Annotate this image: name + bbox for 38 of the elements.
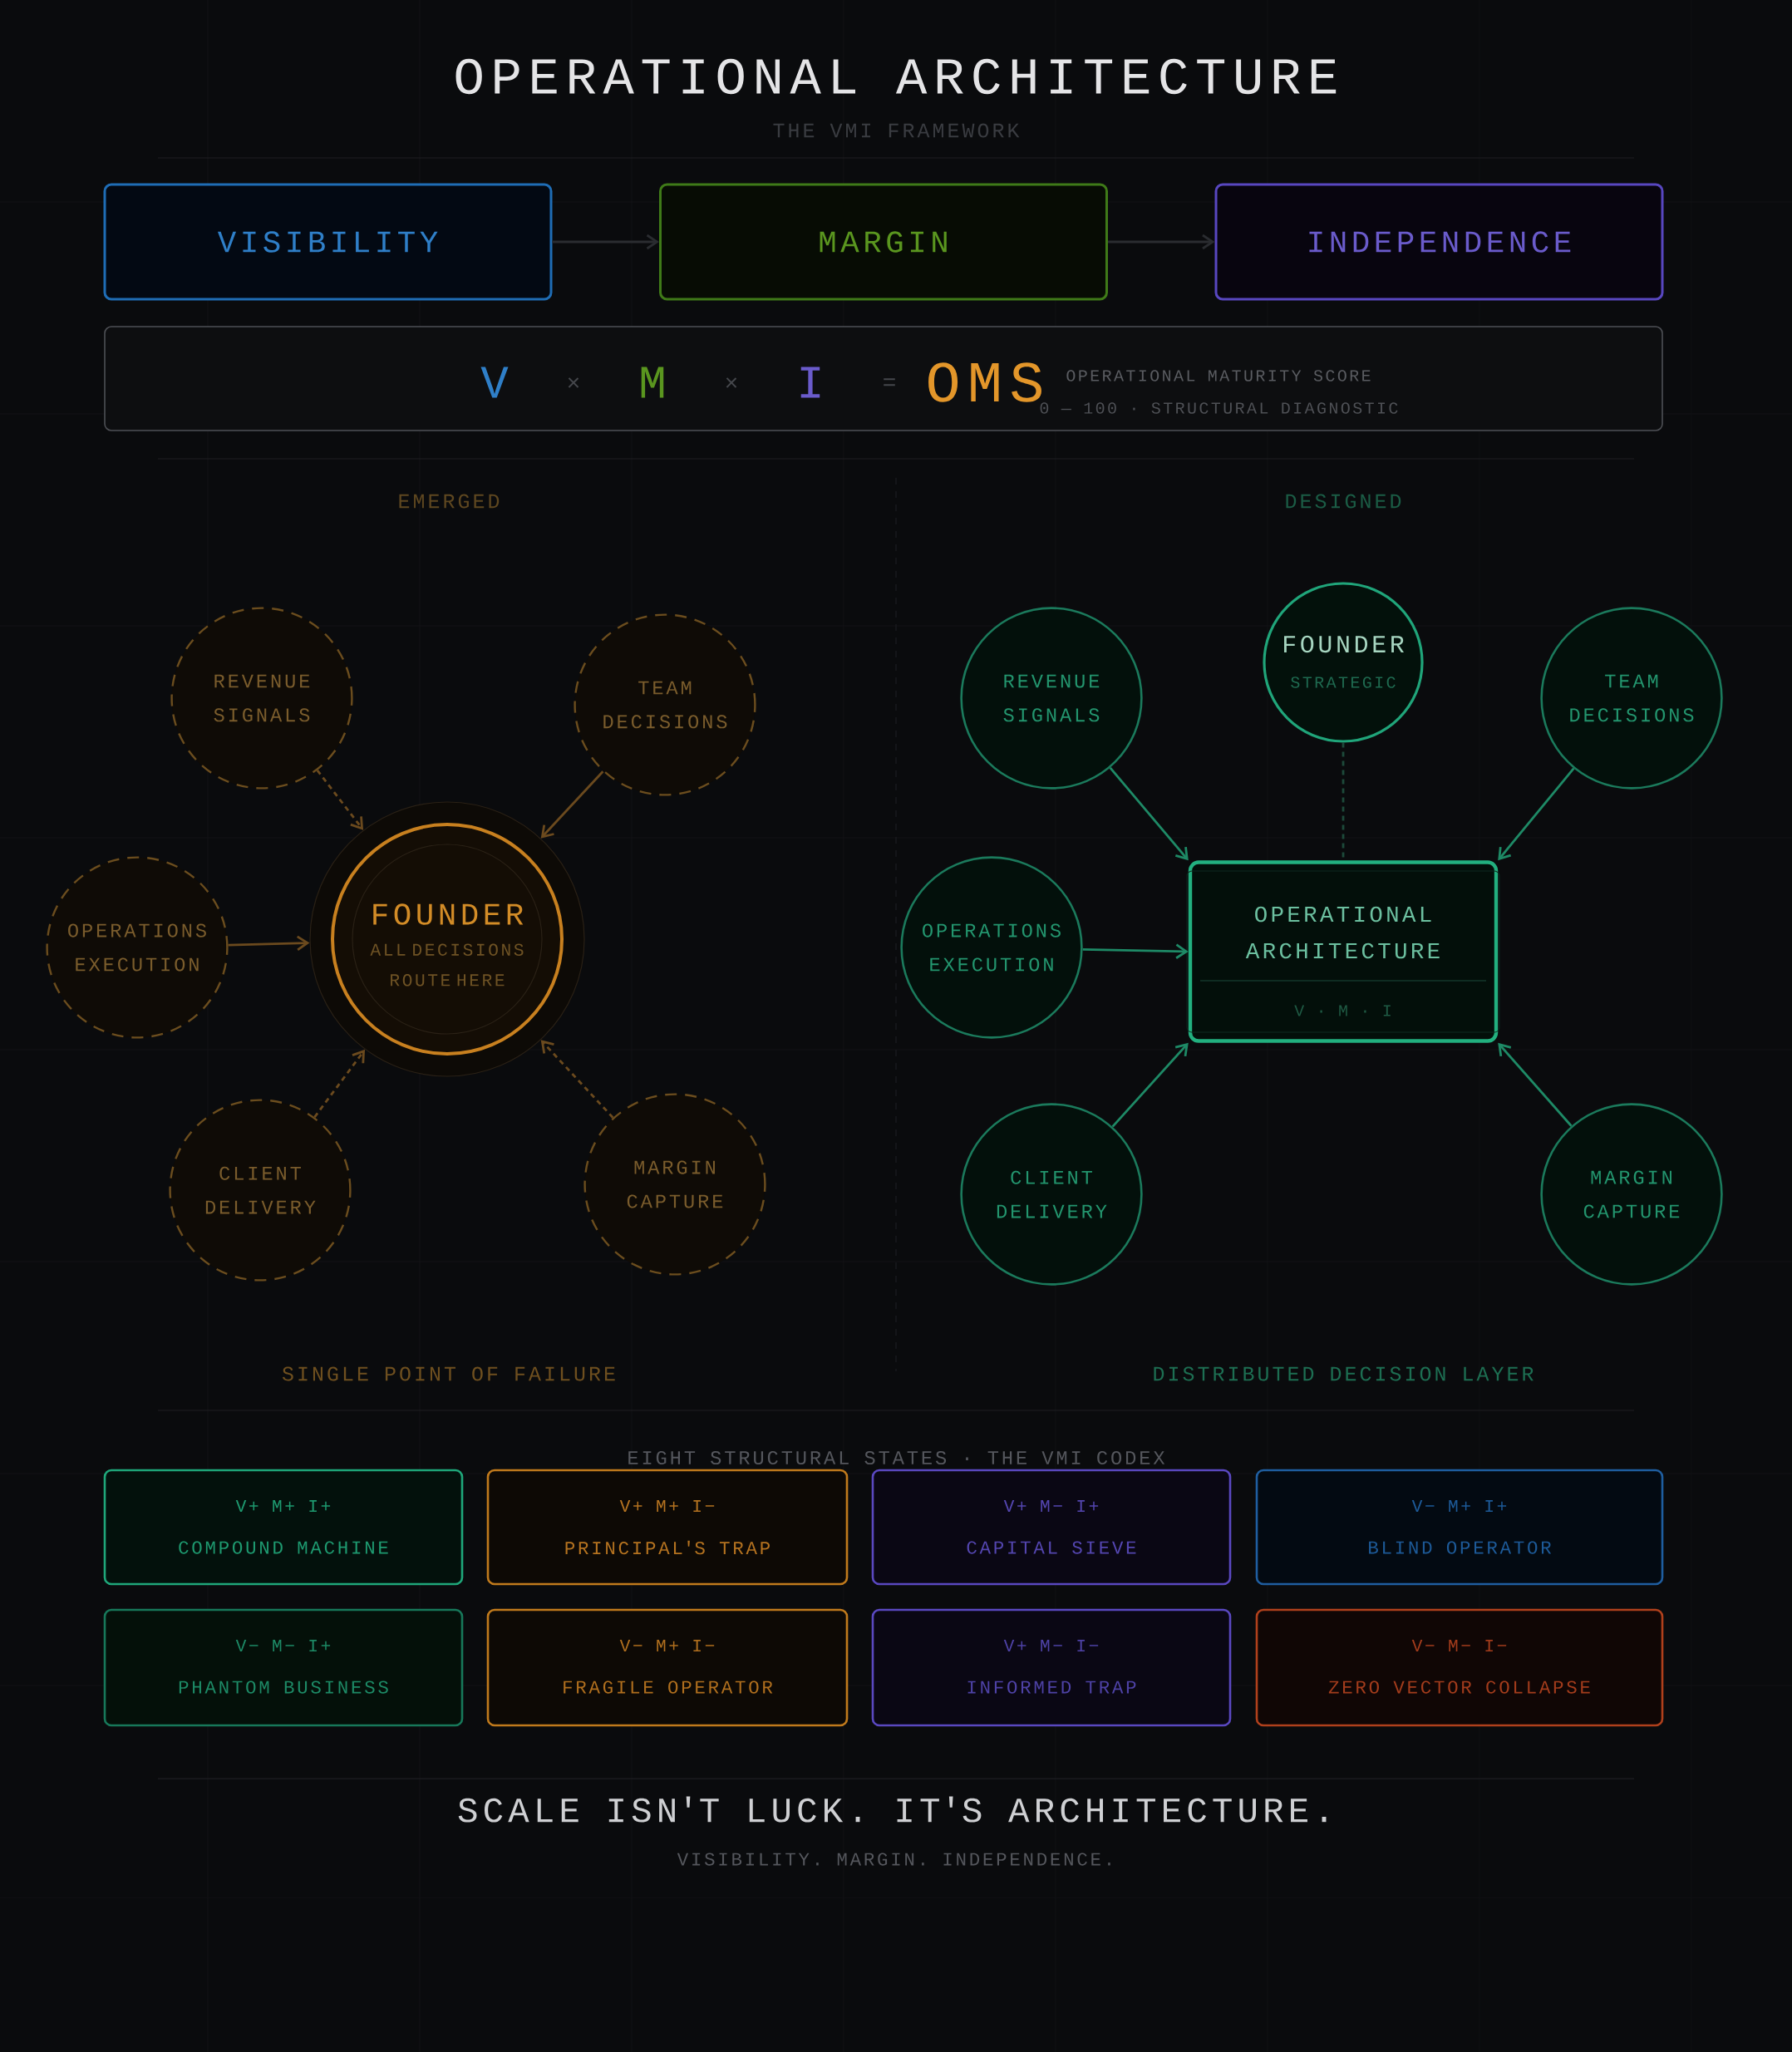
section-heading: DESIGNED	[1286, 494, 1401, 509]
arrow	[540, 1040, 614, 1119]
state-card: V+ M− I− INFORMED TRAP	[871, 1608, 1232, 1727]
arrow	[1498, 1042, 1573, 1127]
footer-text: VISIBILITY. MARGIN. INDEPENDENCE.	[677, 1853, 1110, 1866]
arrow	[1111, 1042, 1189, 1128]
section-heading: EIGHT STRUCTURAL STATES · THE VMI CODEX	[628, 1451, 1165, 1465]
arrow	[1108, 234, 1215, 250]
formula-panel: V × M × I = OMS OPERATIONAL MATURITY SCORE 0 — 100 · STRUCTURAL DIAGNOSTIC	[104, 326, 1663, 431]
section-heading: EMERGED	[399, 494, 500, 509]
tagline: SCALE ISN'T LUCK. IT'S ARCHITECTURE.	[458, 1796, 1327, 1823]
circle-node: CLIENT DELIVERY	[960, 1103, 1143, 1286]
title: OPERATIONAL ARCHITECTURE	[455, 58, 1337, 95]
circle-node: OPERATIONS EXECUTION	[900, 856, 1083, 1039]
section-caption: SINGLE POINT OF FAILURE	[282, 1366, 615, 1381]
pillar-box: MARGIN	[659, 183, 1108, 301]
state-card: V− M− I+ PHANTOM BUSINESS	[103, 1608, 464, 1727]
pillar-box: INDEPENDENCE	[1214, 183, 1664, 301]
state-card: V− M+ I− FRAGILE OPERATOR	[486, 1608, 849, 1727]
pillar-box: VISIBILITY	[103, 183, 553, 301]
architecture-box: OPERATIONAL ARCHITECTURE V · M · I	[1186, 860, 1500, 1043]
arrow	[316, 770, 364, 830]
circle-node: TEAM DECISIONS	[1540, 607, 1723, 790]
arrow	[313, 1049, 366, 1118]
state-card: V− M+ I+ BLIND OPERATOR	[1255, 1469, 1664, 1586]
section-caption: DISTRIBUTED DECISION LAYER	[1154, 1366, 1534, 1381]
state-card: V+ M+ I− PRINCIPAL'S TRAP	[486, 1469, 849, 1586]
state-card: V+ M+ I+ COMPOUND MACHINE	[103, 1469, 464, 1586]
arrow	[1082, 943, 1189, 959]
arrow	[228, 935, 310, 951]
state-card: V− M− I− ZERO VECTOR COLLAPSE	[1255, 1608, 1664, 1727]
arrow	[1109, 766, 1189, 861]
arrow	[1498, 767, 1575, 861]
arrow	[552, 234, 659, 250]
state-card: V+ M− I+ CAPITAL SIEVE	[871, 1469, 1232, 1586]
circle-node: MARGIN CAPTURE	[1540, 1103, 1723, 1286]
arrow	[540, 770, 604, 839]
circle-node: REVENUE SIGNALS	[960, 607, 1143, 790]
